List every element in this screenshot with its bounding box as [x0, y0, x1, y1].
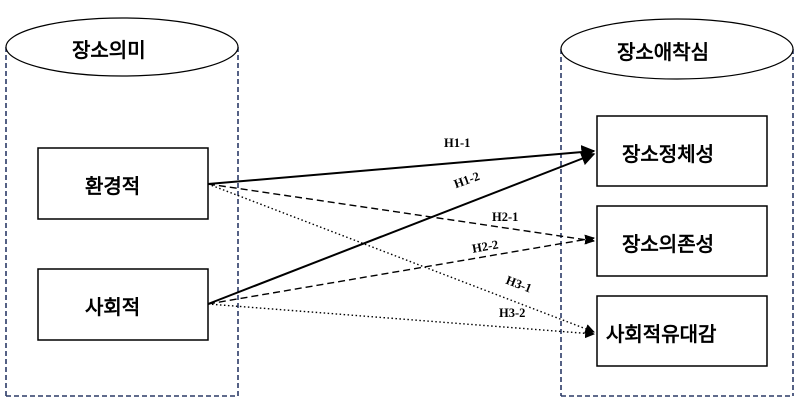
hypothesis-label-h3-2: H3-2 — [499, 306, 526, 320]
hypothesis-label-h1-1: H1-1 — [444, 136, 471, 150]
right-group-title: 장소애착심 — [617, 40, 709, 64]
right-group-container — [560, 18, 794, 397]
arrow-h3-1 — [207, 183, 595, 334]
box-social — [37, 268, 209, 341]
label-place-identity: 장소정체성 — [622, 142, 714, 166]
arrow-h1-2 — [207, 152, 596, 305]
label-social-bonding: 사회적유대감 — [606, 322, 717, 346]
hypothesis-label-h2-1: H2-1 — [492, 210, 519, 224]
box-place-dependence — [596, 205, 768, 277]
left-group-ellipse — [5, 17, 239, 77]
arrow-h2-2 — [207, 234, 595, 305]
left-group-title: 장소의미 — [72, 38, 146, 62]
left-group-container — [5, 17, 239, 397]
box-place-identity — [596, 115, 768, 187]
label-social: 사회적 — [85, 295, 141, 319]
label-place-dependence: 장소의존성 — [622, 232, 714, 256]
right-group-ellipse — [560, 18, 794, 80]
arrow-h2-1 — [207, 183, 595, 245]
arrow-h1-1 — [207, 145, 596, 185]
label-environmental: 환경적 — [85, 174, 141, 198]
arrow-h3-2 — [207, 303, 595, 339]
box-social-bonding — [596, 295, 768, 367]
